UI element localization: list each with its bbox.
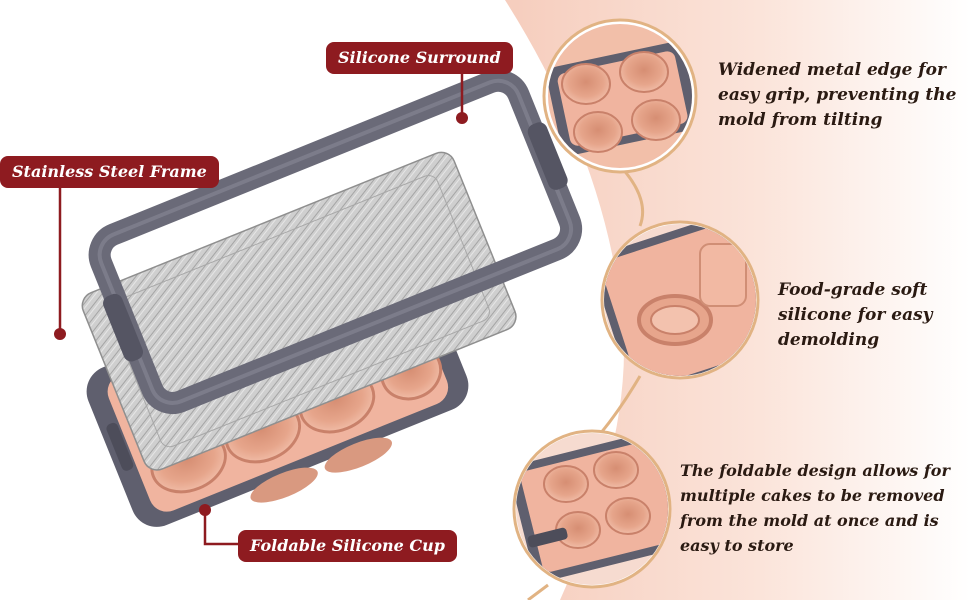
detail-circle-foldable xyxy=(512,429,672,589)
feature-text-edge: Widened metal edge for easy grip, preven… xyxy=(718,58,956,133)
grip-texture xyxy=(103,122,568,362)
feature-line: from the mold at once and is xyxy=(680,511,939,530)
feature-line: The foldable design allows for xyxy=(680,461,950,480)
label-foldable-silicone-cup: Foldable Silicone Cup xyxy=(238,530,457,562)
feature-line: Widened metal edge for xyxy=(718,60,946,80)
detail-circle-edge xyxy=(542,18,698,174)
feature-line: demolding xyxy=(778,330,880,350)
label-stainless-steel-frame: Stainless Steel Frame xyxy=(0,156,219,188)
silicone-surround xyxy=(88,69,583,414)
leader-line xyxy=(203,510,240,546)
feature-line: easy to store xyxy=(680,536,794,555)
feature-line: Food-grade soft xyxy=(778,280,928,300)
detail-circle-silicone xyxy=(600,220,760,380)
label-silicone-surround: Silicone Surround xyxy=(326,42,513,74)
gold-connector xyxy=(527,583,549,600)
gold-connector xyxy=(598,375,642,435)
feature-line: multiple cakes to be removed xyxy=(680,486,945,505)
feature-text-silicone: Food-grade soft silicone for easy demold… xyxy=(778,278,933,353)
gold-connector xyxy=(620,167,645,227)
feature-text-foldable: The foldable design allows for multiple … xyxy=(680,458,950,558)
feature-line: mold from tilting xyxy=(718,110,883,130)
feature-line: silicone for easy xyxy=(778,305,933,325)
feature-line: easy grip, preventing the xyxy=(718,85,957,105)
